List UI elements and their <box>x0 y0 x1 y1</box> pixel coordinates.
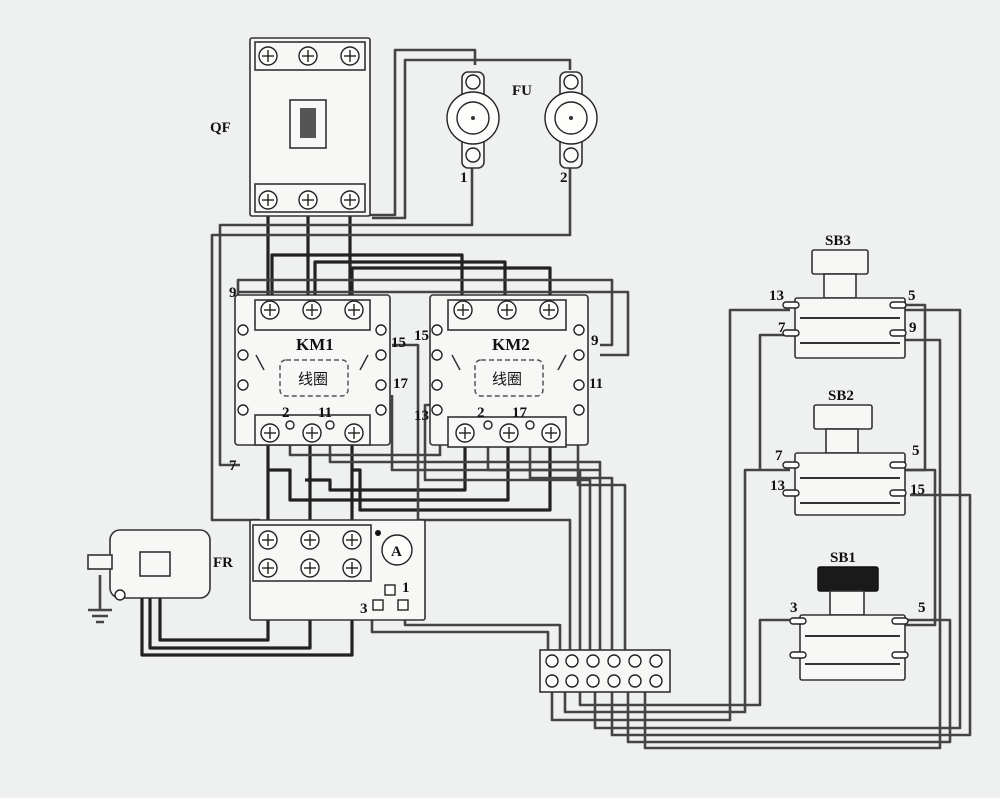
km1-terminal-9: 9 <box>229 285 237 301</box>
km1-terminal-2: 2 <box>282 405 290 421</box>
ammeter-icon <box>381 534 413 566</box>
km2-contactor: KM2 线圈 15 13 2 17 9 11 <box>414 294 603 448</box>
km2-coil-label: 线圈 <box>492 370 522 388</box>
fu-fuses: FU 1 2 <box>446 71 598 186</box>
sb2-button: SB2 7 5 13 15 <box>770 388 925 516</box>
km1-label: KM1 <box>296 335 334 354</box>
fu-2-label: 2 <box>560 170 568 186</box>
sb3-terminal-13: 13 <box>769 288 784 304</box>
km2-terminal-11: 11 <box>589 376 603 392</box>
fr-terminal-3: 3 <box>360 601 368 617</box>
sb3-terminal-5: 5 <box>908 288 916 304</box>
km1-terminal-11: 11 <box>318 405 332 421</box>
km1-coil-label: 线圈 <box>298 370 328 388</box>
fu-label: FU <box>512 83 532 99</box>
motor <box>87 529 211 601</box>
km2-terminal-17: 17 <box>512 405 528 421</box>
ammeter-label: A <box>391 544 402 560</box>
km1-terminal-15: 15 <box>391 335 406 351</box>
qf-label: QF <box>210 120 231 136</box>
fr-thermal-relay: A FR 3 1 <box>213 519 426 621</box>
terminal-block <box>539 649 671 693</box>
sb2-terminal-5: 5 <box>912 443 920 459</box>
sb3-terminal-7: 7 <box>778 320 786 336</box>
km2-label: KM2 <box>492 335 530 354</box>
sb2-terminal-7: 7 <box>775 448 783 464</box>
sb1-label: SB1 <box>830 550 856 566</box>
km1-terminal-17: 17 <box>393 376 409 392</box>
sb3-button: SB3 13 5 7 9 <box>769 233 917 359</box>
sb1-cap <box>817 566 879 592</box>
fuse-1 <box>446 71 500 169</box>
sb3-label: SB3 <box>825 233 851 249</box>
km2-terminal-2: 2 <box>477 405 485 421</box>
km1-contactor: KM1 线圈 9 7 2 11 15 17 <box>229 285 409 474</box>
km2-terminal-9: 9 <box>591 333 599 349</box>
wires <box>88 48 972 750</box>
km2-terminal-13: 13 <box>414 408 429 424</box>
sb1-button: SB1 3 5 <box>789 550 926 681</box>
km1-terminal-7: 7 <box>229 458 237 474</box>
sb2-terminal-15: 15 <box>910 482 925 498</box>
sb3-terminal-9: 9 <box>909 320 917 336</box>
sb1-terminal-3: 3 <box>790 600 798 616</box>
fr-terminal-1: 1 <box>402 580 410 596</box>
qf-breaker: QF <box>210 37 371 217</box>
fuse-2 <box>544 71 598 169</box>
sb2-label: SB2 <box>828 388 854 404</box>
sb2-terminal-13: 13 <box>770 478 785 494</box>
sb1-terminal-5: 5 <box>918 600 926 616</box>
fu-1-label: 1 <box>460 170 468 186</box>
km2-terminal-15: 15 <box>414 328 429 344</box>
fr-label: FR <box>213 555 233 571</box>
